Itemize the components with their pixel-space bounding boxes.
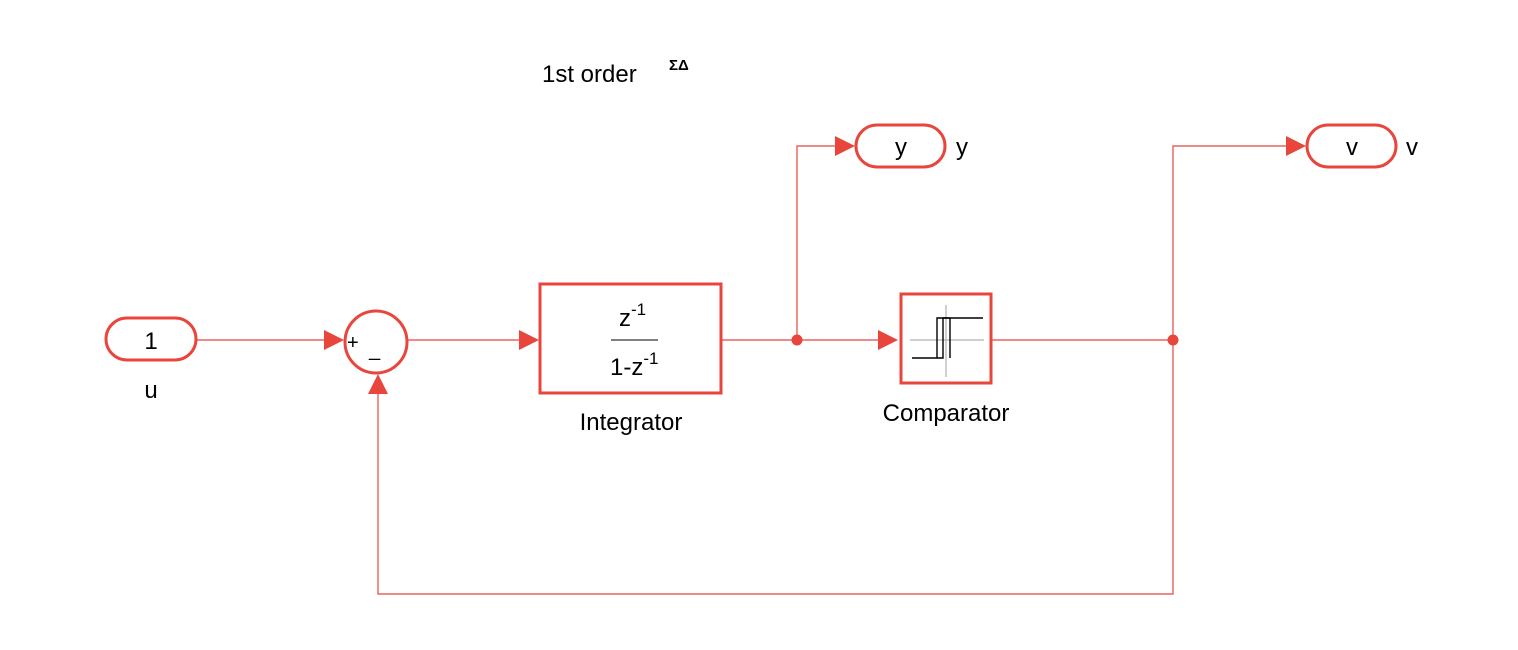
outport-v-block[interactable]: v v bbox=[1305, 123, 1418, 169]
arrowhead-integrator-input bbox=[519, 330, 539, 350]
arrowhead-sum-feedback bbox=[368, 374, 388, 394]
comparator-hysteresis-return bbox=[936, 317, 950, 358]
comparator-block[interactable]: Comparator bbox=[883, 292, 1010, 427]
arrowhead-y-input bbox=[835, 136, 855, 156]
sum-plus-sign: + bbox=[347, 332, 359, 354]
integrator-denominator-exponent: -1 bbox=[643, 349, 658, 368]
arrowhead-v-input bbox=[1286, 136, 1306, 156]
comparator-hysteresis-curve bbox=[912, 317, 983, 359]
integrator-denominator: 1-z-1 bbox=[610, 349, 658, 381]
title-symbol: ΣΔ bbox=[669, 57, 689, 74]
integrator-block[interactable]: z-1 1-z-1 Integrator bbox=[538, 282, 723, 436]
integrator-shape bbox=[538, 282, 723, 395]
branch-point-comparator-output bbox=[1167, 334, 1179, 346]
inport-u-number: 1 bbox=[144, 328, 157, 355]
integrator-numerator: z-1 bbox=[619, 300, 646, 332]
signal-lines bbox=[196, 145, 1293, 595]
sum-block[interactable]: + _ bbox=[343, 309, 409, 375]
arrowheads bbox=[324, 136, 1306, 394]
integrator-label: Integrator bbox=[580, 409, 683, 436]
arrowhead-sum-input bbox=[324, 330, 344, 350]
inport-u-block[interactable]: 1 u bbox=[104, 316, 198, 404]
arrowhead-comparator-input bbox=[878, 330, 898, 350]
branch-points bbox=[791, 334, 1179, 346]
sum-minus-sign: _ bbox=[368, 339, 381, 361]
outport-y-label: y bbox=[956, 134, 968, 161]
integrator-numerator-exponent: -1 bbox=[631, 300, 646, 319]
outport-y-tag: y bbox=[895, 134, 907, 161]
integrator-numerator-base: z bbox=[619, 305, 631, 332]
signal-feedback[interactable] bbox=[377, 340, 1174, 595]
integrator-denominator-base: 1-z bbox=[610, 354, 643, 381]
comparator-label: Comparator bbox=[883, 400, 1010, 427]
signal-branch-to-v[interactable] bbox=[1172, 145, 1293, 340]
signal-branch-to-y[interactable] bbox=[796, 145, 842, 340]
branch-point-integrator-output bbox=[791, 334, 803, 346]
sum-circle bbox=[343, 309, 409, 375]
outport-y-block[interactable]: y y bbox=[854, 123, 968, 169]
outport-y-shape bbox=[854, 123, 947, 169]
diagram-title: 1st order ΣΔ bbox=[542, 57, 689, 88]
inport-u-label: u bbox=[144, 377, 157, 404]
outport-v-shape bbox=[1305, 123, 1398, 169]
outport-v-label: v bbox=[1406, 134, 1418, 161]
inport-u-shape bbox=[104, 316, 198, 362]
outport-v-tag: v bbox=[1346, 134, 1358, 161]
title-main: 1st order bbox=[542, 61, 637, 88]
